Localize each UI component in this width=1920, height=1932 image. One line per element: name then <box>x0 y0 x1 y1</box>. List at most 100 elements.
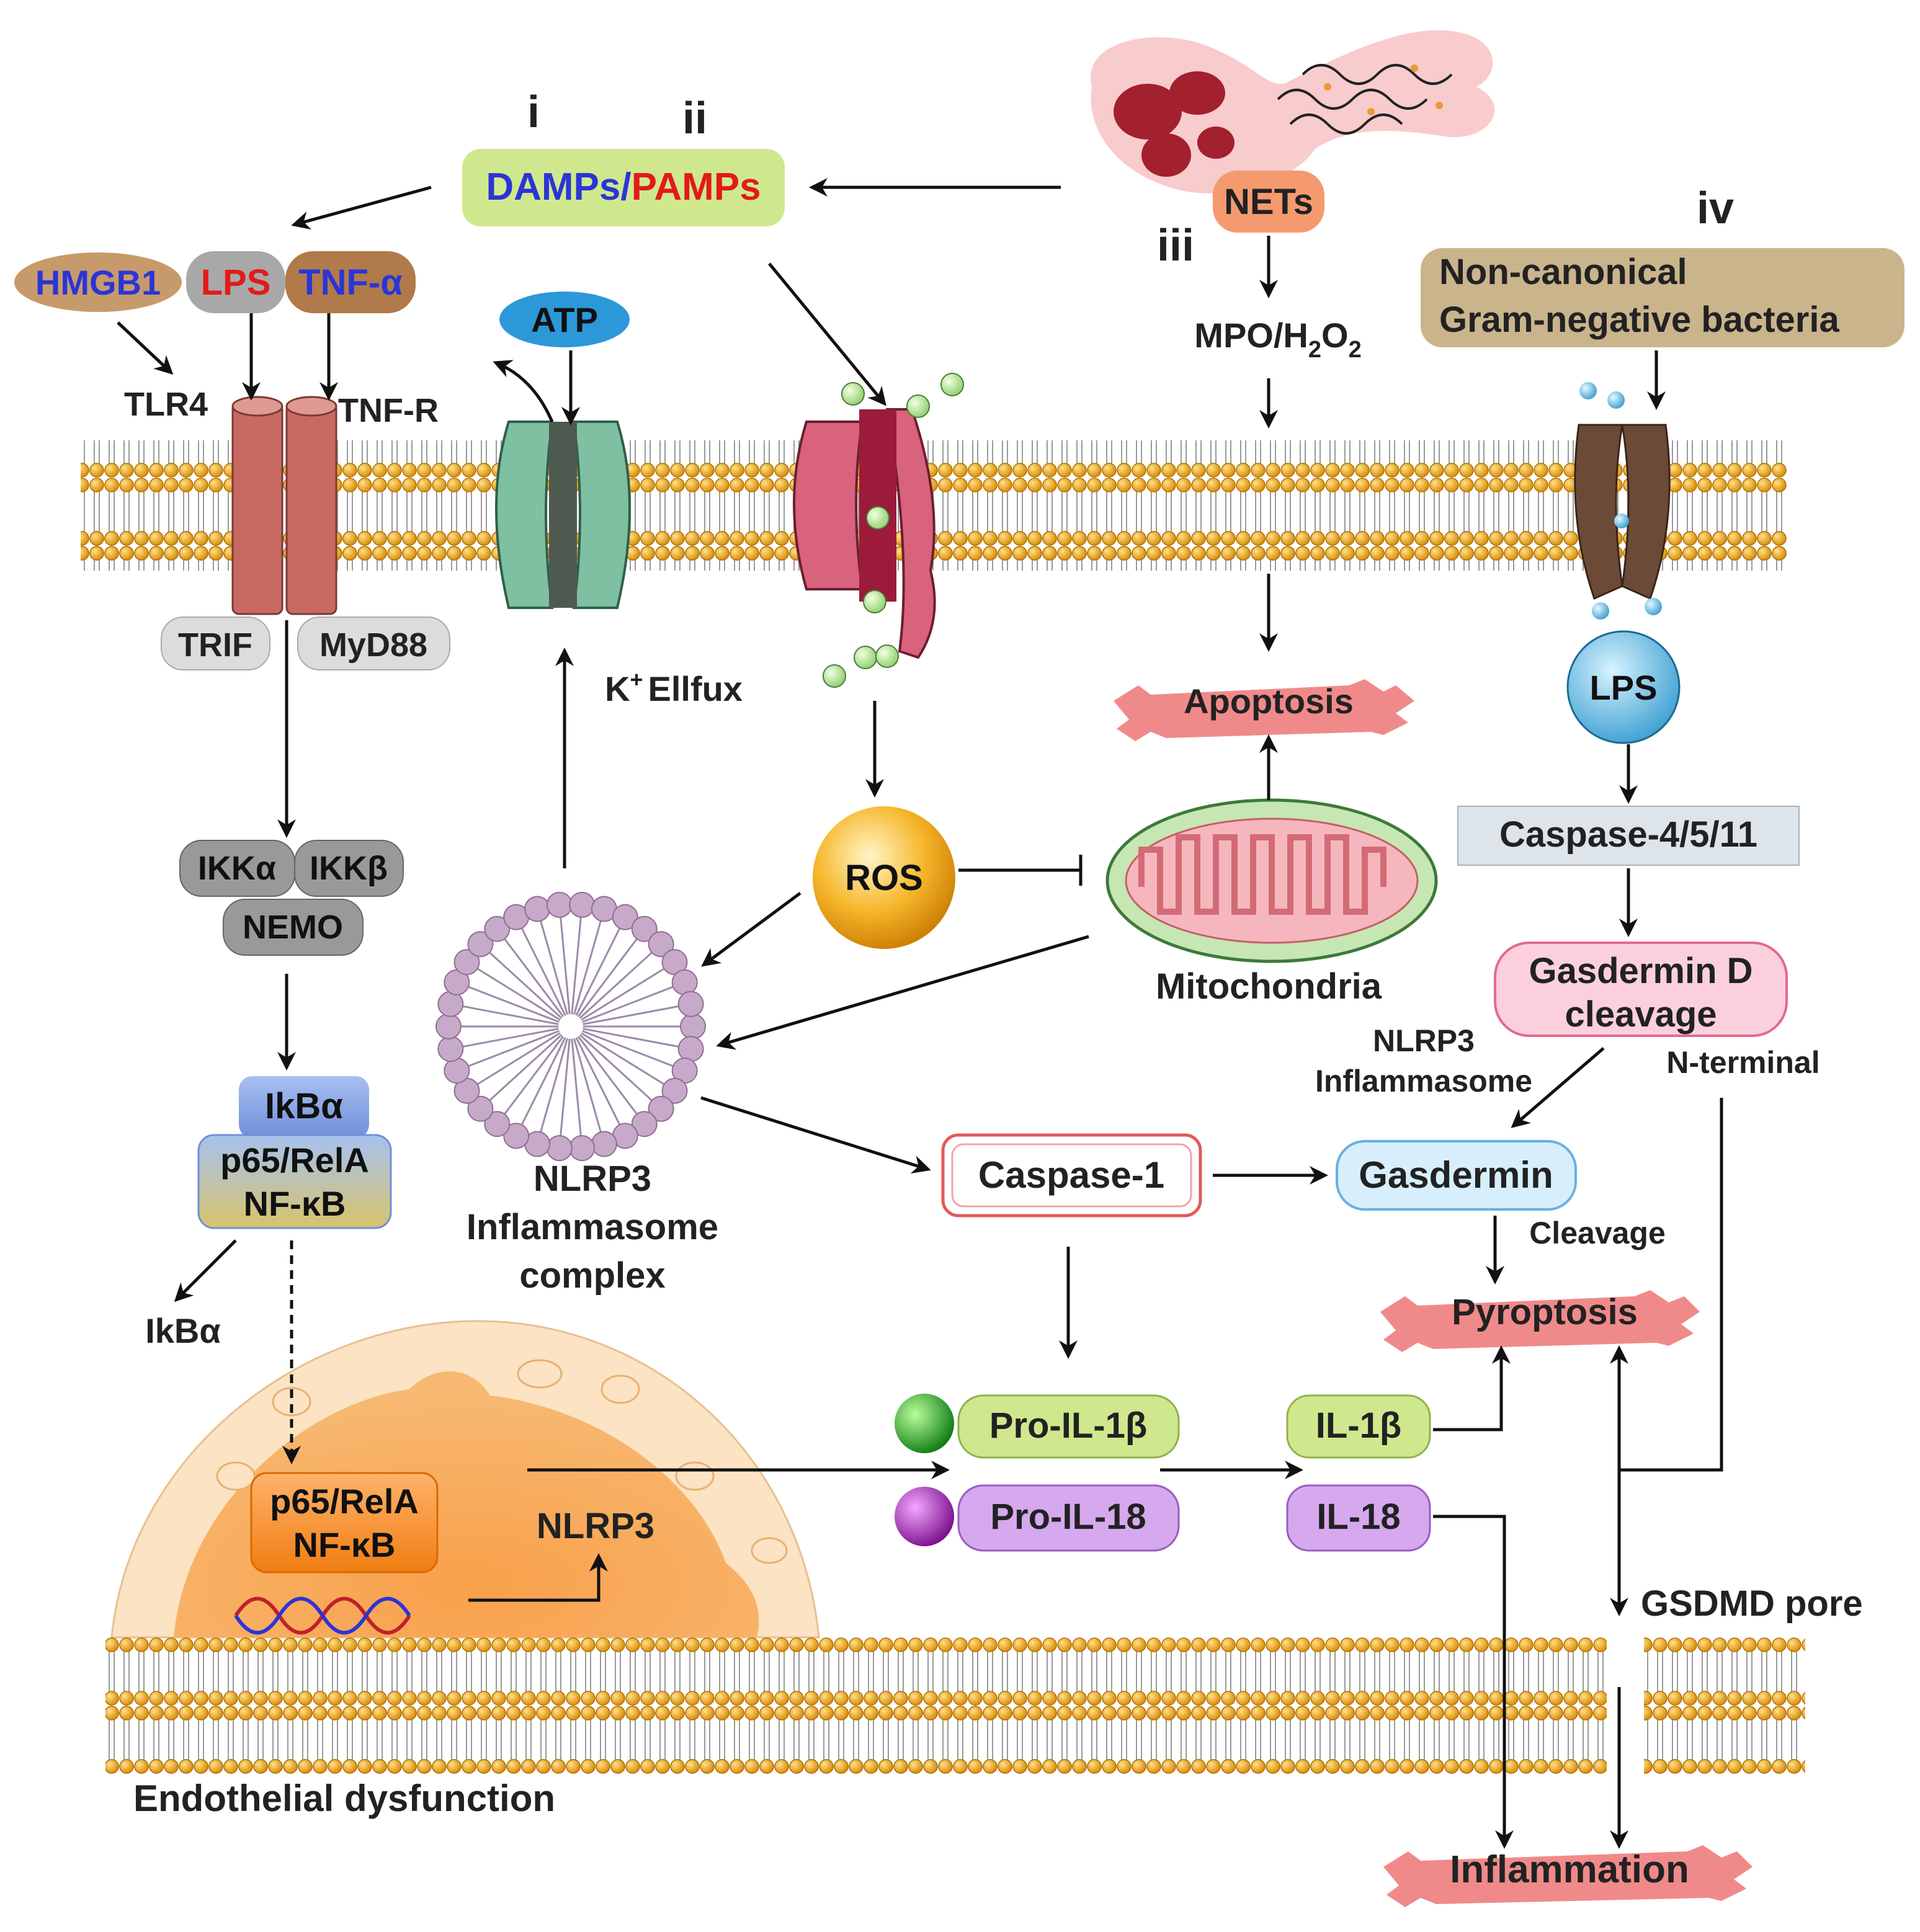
trif-label: TRIF <box>178 626 252 664</box>
damps-text: DAMPs/ <box>486 166 631 208</box>
hmgb1-ligand <box>14 252 182 312</box>
arrow-mito-to-inflammasome <box>716 935 1089 1050</box>
inflammasome-head <box>591 1131 617 1157</box>
inflammasome-head <box>648 931 674 958</box>
apoptosis-burst <box>1114 679 1414 741</box>
inflammasome-head <box>437 1036 464 1062</box>
inflammation-label: Inflammation <box>1450 1848 1689 1891</box>
label-i: i <box>527 87 540 137</box>
ikba-box-label: IkBα <box>265 1086 343 1126</box>
p2x7-channel <box>495 421 631 609</box>
inflammasome-spoke <box>519 923 566 1016</box>
inflammasome-spoke <box>457 1004 559 1025</box>
inflammasome-spoke <box>463 984 560 1023</box>
lps-right-circle <box>1566 630 1681 744</box>
atp-ellipse <box>499 292 630 347</box>
nemo-label: NEMO <box>243 909 343 946</box>
gsdmd-cleavage-box <box>1494 942 1788 1037</box>
inflammasome-spoke <box>457 1028 559 1049</box>
lps-right-label: LPS <box>1590 668 1658 707</box>
inflammasome-head <box>467 931 494 958</box>
arrows <box>117 178 1723 1849</box>
inflammasome-head <box>569 1135 596 1162</box>
nucleus-p65-box <box>250 1472 439 1574</box>
small-green-ball <box>906 394 930 418</box>
small-blue-ball <box>1607 391 1625 409</box>
inhibition-ros-mito <box>958 855 1083 886</box>
nets-label: NETs <box>1224 182 1313 222</box>
lps-ligand <box>186 251 285 313</box>
nucleus-illustration <box>110 1320 820 1639</box>
il18-box <box>1286 1484 1431 1552</box>
p65-box-line1: p65/RelA <box>220 1141 369 1180</box>
nlrp3-complex-line1: NLRP3 <box>534 1159 651 1199</box>
caspase1-inner-border <box>951 1143 1192 1208</box>
ikkb-label: IKKβ <box>310 850 388 887</box>
inflammasome-head <box>546 891 573 918</box>
inflammasome-spoke <box>579 948 656 1019</box>
pyroptosis-burst <box>1380 1290 1700 1352</box>
arrow-damps-to-ligands <box>291 185 432 230</box>
ikka-label: IKKα <box>198 850 276 887</box>
pro-il1b-box <box>957 1394 1180 1459</box>
lower-membrane-left-inner <box>105 1706 1607 1774</box>
gsdmd-line1: Gasdermin D <box>1529 951 1753 991</box>
il18-label: IL-18 <box>1316 1497 1400 1537</box>
small-green-ball <box>863 590 886 613</box>
inflammasome-spoke <box>485 1034 563 1105</box>
neutrophil-net-illustration <box>1091 30 1495 194</box>
nlrp3-complex-line3: complex <box>519 1255 665 1296</box>
noncanonical-line2: Gram-negative bacteria <box>1439 300 1839 340</box>
nlrp3-complex-line2: Inflammasome <box>467 1207 718 1247</box>
label-ii: ii <box>682 94 707 143</box>
inflammasome-spoke <box>581 1032 669 1088</box>
gasdermin-label: Gasdermin <box>1359 1154 1553 1196</box>
arrow-hmgb1-to-tlr4 <box>117 321 174 375</box>
nlrp3-infl-label-line2: Inflammasome <box>1315 1064 1532 1098</box>
nucleus-p65-line2: NF-κB <box>293 1525 396 1564</box>
inflammasome-head <box>503 1123 530 1149</box>
arrow-p65-to-ikba-free <box>174 1239 237 1302</box>
inflammasome-head <box>677 1036 704 1062</box>
mitochondria-label: Mitochondria <box>1156 966 1382 1007</box>
arrow-dna-to-nlrp3 <box>468 1553 608 1602</box>
inflammasome-head <box>484 915 511 942</box>
tlr4-receptor <box>231 396 284 615</box>
tnfa-label: TNF-α <box>298 262 403 303</box>
inflammasome-spoke <box>577 934 641 1017</box>
inflammasome-head <box>648 1095 674 1122</box>
small-blue-ball <box>1579 382 1597 399</box>
endothelial-label: Endothelial dysfunction <box>133 1778 555 1819</box>
pyroptosis-label: Pyroptosis <box>1452 1292 1638 1332</box>
inflammasome-spoke <box>577 1036 641 1119</box>
inflammasome-spoke <box>573 915 604 1015</box>
mpo-label: MPO/H2O2 <box>1194 316 1361 363</box>
pro-il18-label: Pro-IL-18 <box>990 1497 1146 1537</box>
inflammasome-spoke <box>501 934 565 1017</box>
n-terminal-label: N-terminal <box>1666 1045 1820 1080</box>
lower-membrane-right-inner <box>1644 1706 1805 1774</box>
arrow-channel-to-outside <box>493 360 554 422</box>
inflammasome-spoke <box>575 923 623 1016</box>
inflammasome-spoke <box>575 1037 623 1130</box>
ros-sphere <box>813 806 955 949</box>
nucleus-p65-line1: p65/RelA <box>270 1482 419 1521</box>
small-green-ball <box>823 664 846 688</box>
label-iii: iii <box>1157 221 1194 270</box>
inflammasome-spoke <box>463 1030 560 1069</box>
gasdermin-box <box>1336 1140 1577 1211</box>
arrow-damps-to-pannexin <box>768 262 886 406</box>
arrow-ros-to-inflammasome <box>701 891 801 967</box>
inflammasome-head <box>437 990 464 1017</box>
ikkb-box <box>294 840 404 897</box>
inflammasome-spoke <box>501 1036 565 1119</box>
inflammasome-head <box>612 904 638 930</box>
pro-il18-box <box>957 1484 1180 1552</box>
small-green-ball <box>866 506 890 530</box>
inflammasome-spoke <box>571 1038 583 1141</box>
inflammasome-head <box>677 990 704 1017</box>
inflammasome-spoke <box>559 912 571 1015</box>
inflammasome-head <box>444 1057 470 1084</box>
nemo-box <box>223 899 364 956</box>
